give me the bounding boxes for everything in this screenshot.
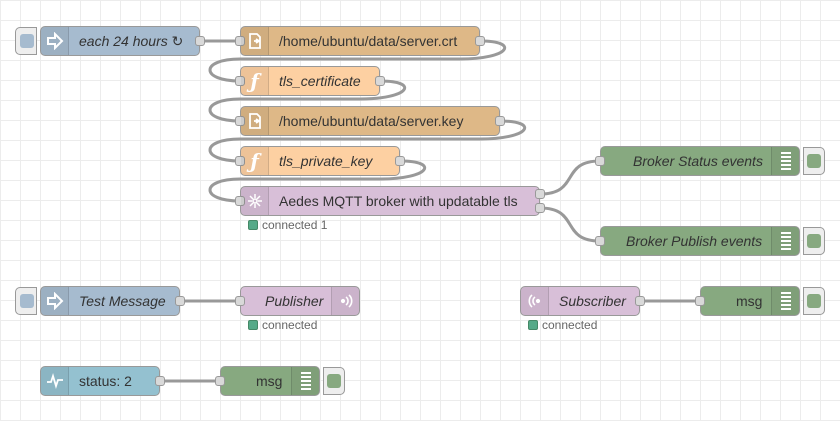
debug-node-msg-2[interactable]: msg [215,366,345,396]
function-icon: ƒ [241,67,269,95]
node-label: Subscriber [559,293,626,309]
mqtt-out-node-publisher[interactable]: Publisher [235,286,360,316]
debug-node-publish-events[interactable]: Broker Publish events [595,226,825,256]
subscriber-status: connected [528,319,597,333]
file-in-icon [241,107,269,135]
publisher-status: connected [248,319,317,333]
file-in-icon [241,27,269,55]
file-in-node-key[interactable]: /home/ubuntu/data/server.key [235,106,505,136]
broker-icon [241,187,269,215]
output-port-1[interactable] [535,189,545,199]
inject-button[interactable] [15,27,37,55]
output-port[interactable] [495,116,505,126]
debug-toggle-button[interactable] [803,147,825,175]
input-port[interactable] [235,196,245,206]
mqtt-in-icon [521,287,549,315]
input-port[interactable] [235,156,245,166]
node-label: msg [256,373,283,389]
status-pulse-icon [41,367,69,395]
input-port[interactable] [215,376,225,386]
output-port[interactable] [635,296,645,306]
status-node[interactable]: status: 2 [40,366,165,396]
output-port-2[interactable] [535,203,545,213]
mqtt-out-icon [331,287,359,315]
input-port[interactable] [595,236,605,246]
output-port[interactable] [375,76,385,86]
node-label: Publisher [265,293,324,309]
debug-node-msg-1[interactable]: msg [695,286,825,316]
status-dot [528,320,538,330]
debug-list-icon [771,227,799,255]
mqtt-in-node-subscriber[interactable]: Subscriber [520,286,645,316]
input-port[interactable] [695,296,705,306]
output-port[interactable] [175,296,185,306]
node-label: Test Message [79,293,166,309]
output-port[interactable] [395,156,405,166]
node-label: /home/ubuntu/data/server.crt [279,33,458,49]
output-port[interactable] [475,36,485,46]
debug-toggle-button[interactable] [803,287,825,315]
inject-arrow-icon [41,287,69,315]
output-port[interactable] [195,36,205,46]
input-port[interactable] [595,156,605,166]
node-label: tls_private_key [279,153,373,169]
node-label: each 24 hours ↻ [79,33,184,49]
function-node-tls-private-key[interactable]: ƒ tls_private_key [235,146,405,176]
node-label: status: 2 [79,373,132,389]
node-label: Broker Publish events [626,233,763,249]
input-port[interactable] [235,36,245,46]
function-node-tls-certificate[interactable]: ƒ tls_certificate [235,66,385,96]
status-dot [248,320,258,330]
broker-status: connected 1 [248,219,327,233]
wire-broker-to-publish-events [539,206,601,243]
output-port[interactable] [155,376,165,386]
inject-button[interactable] [15,287,37,315]
node-label: /home/ubuntu/data/server.key [279,113,464,129]
node-label: Aedes MQTT broker with updatable tls [279,193,518,209]
input-port[interactable] [235,116,245,126]
node-label: tls_certificate [279,73,361,89]
status-dot [248,220,258,230]
debug-node-status-events[interactable]: Broker Status events [595,146,825,176]
debug-toggle-button[interactable] [803,227,825,255]
node-label: Broker Status events [633,153,763,169]
function-icon: ƒ [241,147,269,175]
inject-node-timer[interactable]: each 24 hours ↻ [15,26,205,56]
debug-toggle-button[interactable] [323,367,345,395]
input-port[interactable] [235,76,245,86]
node-label: msg [736,293,763,309]
inject-arrow-icon [41,27,69,55]
debug-list-icon [771,147,799,175]
broker-node[interactable]: Aedes MQTT broker with updatable tls [235,186,545,216]
file-in-node-crt[interactable]: /home/ubuntu/data/server.crt [235,26,485,56]
inject-node-test-message[interactable]: Test Message [15,286,185,316]
wire-broker-to-status-events [539,159,601,196]
debug-list-icon [291,367,319,395]
input-port[interactable] [235,296,245,306]
debug-list-icon [771,287,799,315]
